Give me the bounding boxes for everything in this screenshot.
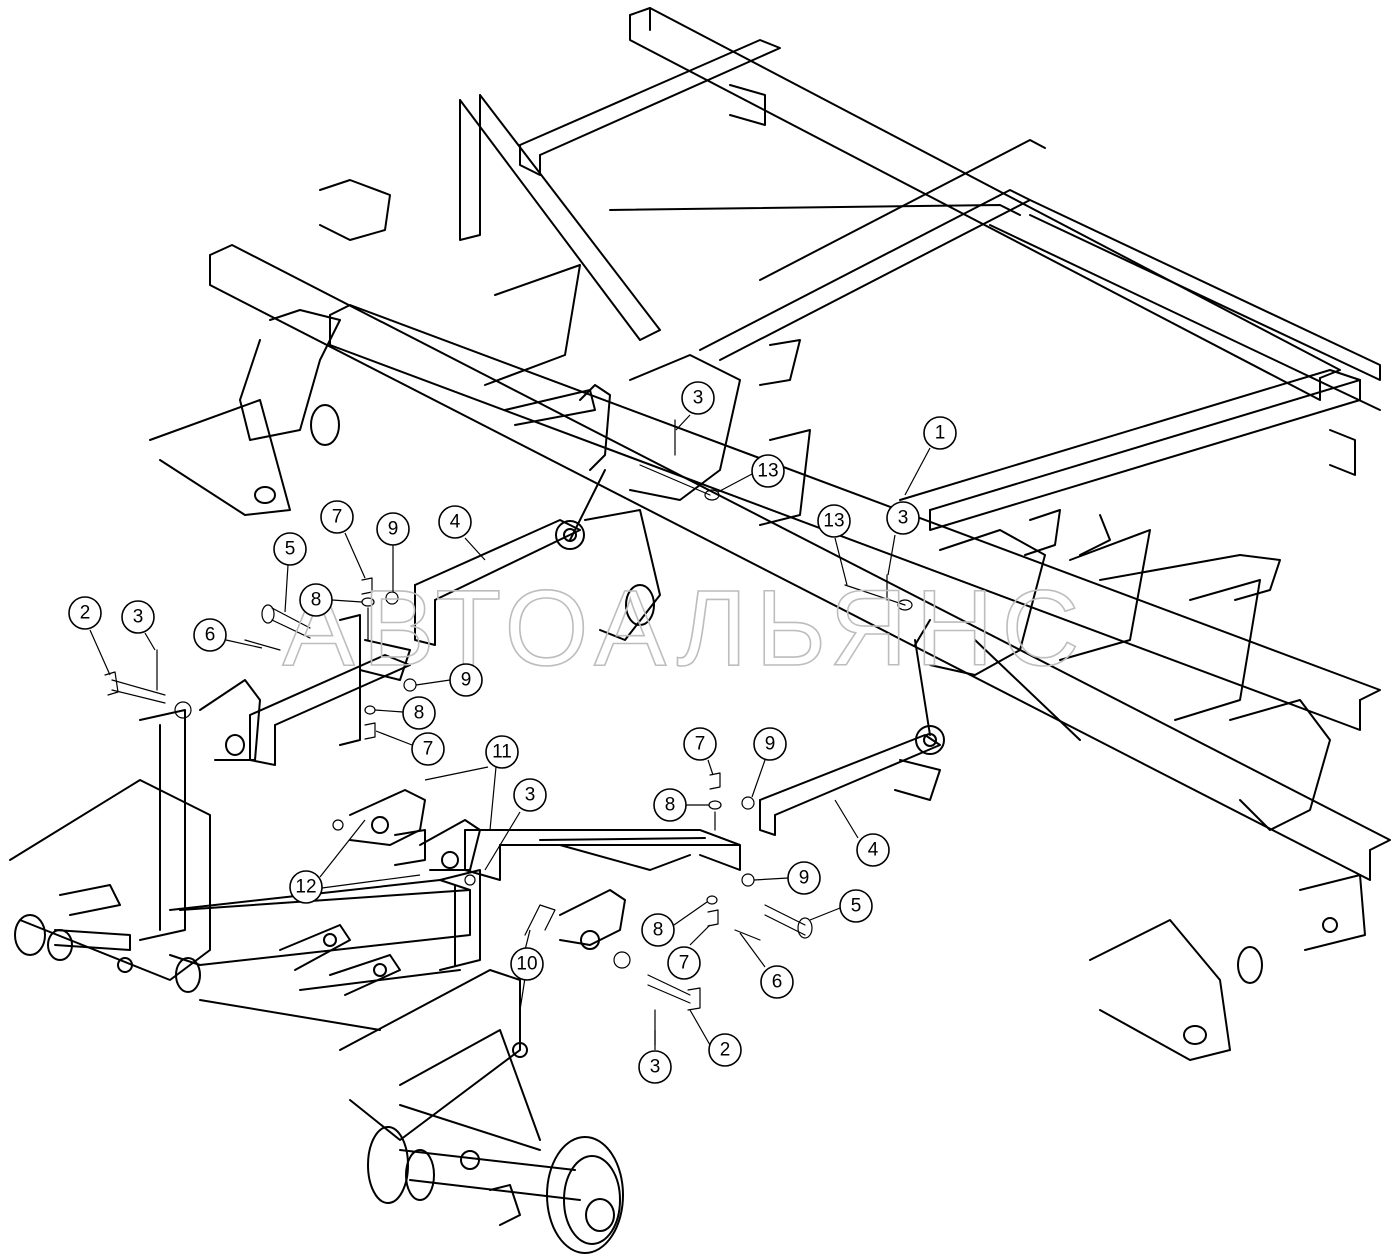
callout-9-right-lower: 9 xyxy=(753,861,821,895)
callout-8-right-upper: 8 xyxy=(653,788,709,822)
callout-9-upper: 9 xyxy=(376,512,410,592)
callout-label: 6 xyxy=(205,625,216,646)
callout-label: 5 xyxy=(285,539,296,560)
callout-label: 2 xyxy=(720,1040,731,1061)
callout-3-bottom: 3 xyxy=(638,1030,672,1084)
callout-label: 13 xyxy=(757,461,778,482)
callout-1: 1 xyxy=(904,416,957,496)
callout-5-left: 5 xyxy=(273,532,307,613)
callout-label: 11 xyxy=(492,742,512,763)
callout-label: 8 xyxy=(311,590,322,611)
callout-10: 10 xyxy=(510,929,544,1011)
callout-3-upper-right: 3 xyxy=(886,501,920,576)
callout-label: 7 xyxy=(332,507,343,528)
callout-label: 3 xyxy=(650,1057,661,1078)
callout-2-left: 2 xyxy=(68,596,111,676)
callout-7-upper: 7 xyxy=(320,500,366,579)
callout-6-right: 6 xyxy=(739,932,794,999)
callout-label: 12 xyxy=(295,877,316,898)
callout-3-left: 3 xyxy=(121,600,156,651)
callout-label: 9 xyxy=(799,868,810,889)
callout-label: 9 xyxy=(388,519,399,540)
callout-label: 1 xyxy=(935,423,946,444)
lift-arm-left xyxy=(414,519,585,646)
callout-7-mid: 7 xyxy=(375,730,445,766)
callout-11: 11 xyxy=(424,735,519,831)
callout-label: 4 xyxy=(450,512,461,533)
callout-4-left: 4 xyxy=(438,505,486,561)
callout-7-right-lower: 7 xyxy=(667,924,711,980)
callout-label: 8 xyxy=(665,795,676,816)
callout-label: 7 xyxy=(423,739,434,760)
callout-13-right: 13 xyxy=(817,504,851,586)
callout-12: 12 xyxy=(289,819,421,904)
watermark-text: АВТОАЛЬЯНС xyxy=(283,567,1088,688)
callout-13-upper: 13 xyxy=(717,454,785,493)
callout-7-right-upper: 7 xyxy=(683,727,717,776)
callout-9-right-upper: 9 xyxy=(751,727,787,798)
callout-label: 9 xyxy=(461,670,472,691)
drop-links xyxy=(569,469,931,736)
callout-6-left: 6 xyxy=(193,618,263,652)
callout-8-upper: 8 xyxy=(299,583,363,617)
wheel-hub xyxy=(367,1126,624,1254)
callout-label: 8 xyxy=(414,703,425,724)
callout-label: 4 xyxy=(868,840,879,861)
callout-label: 13 xyxy=(823,511,844,532)
callout-label: 3 xyxy=(133,607,144,628)
callout-8-right-lower: 8 xyxy=(641,901,708,947)
callout-label: 8 xyxy=(653,920,664,941)
callout-8-mid: 8 xyxy=(374,696,436,730)
toolbar-frame-front xyxy=(9,709,541,1151)
callout-2-right: 2 xyxy=(689,1009,742,1067)
hitch-towbar-right xyxy=(419,819,741,950)
callout-3-upper-center: 3 xyxy=(675,381,715,431)
callout-label: 2 xyxy=(80,603,91,624)
callout-label: 3 xyxy=(693,388,704,409)
callout-label: 10 xyxy=(516,954,537,975)
callout-label: 5 xyxy=(851,896,862,917)
callout-4-right: 4 xyxy=(834,799,890,867)
callout-label: 6 xyxy=(772,972,783,993)
callout-3-center: 3 xyxy=(484,778,547,871)
callout-label: 3 xyxy=(525,785,536,806)
main-frame-rails xyxy=(149,7,1391,1061)
link-pin-upper xyxy=(639,419,913,611)
callout-label: 7 xyxy=(679,953,690,974)
callout-9-mid: 9 xyxy=(415,663,483,697)
callout-5-right: 5 xyxy=(809,889,873,923)
lift-arm-right xyxy=(759,725,945,836)
hitch-towbar-left xyxy=(199,614,426,866)
callout-label: 7 xyxy=(695,734,706,755)
callout-label: 3 xyxy=(898,508,909,529)
callout-label: 9 xyxy=(765,734,776,755)
